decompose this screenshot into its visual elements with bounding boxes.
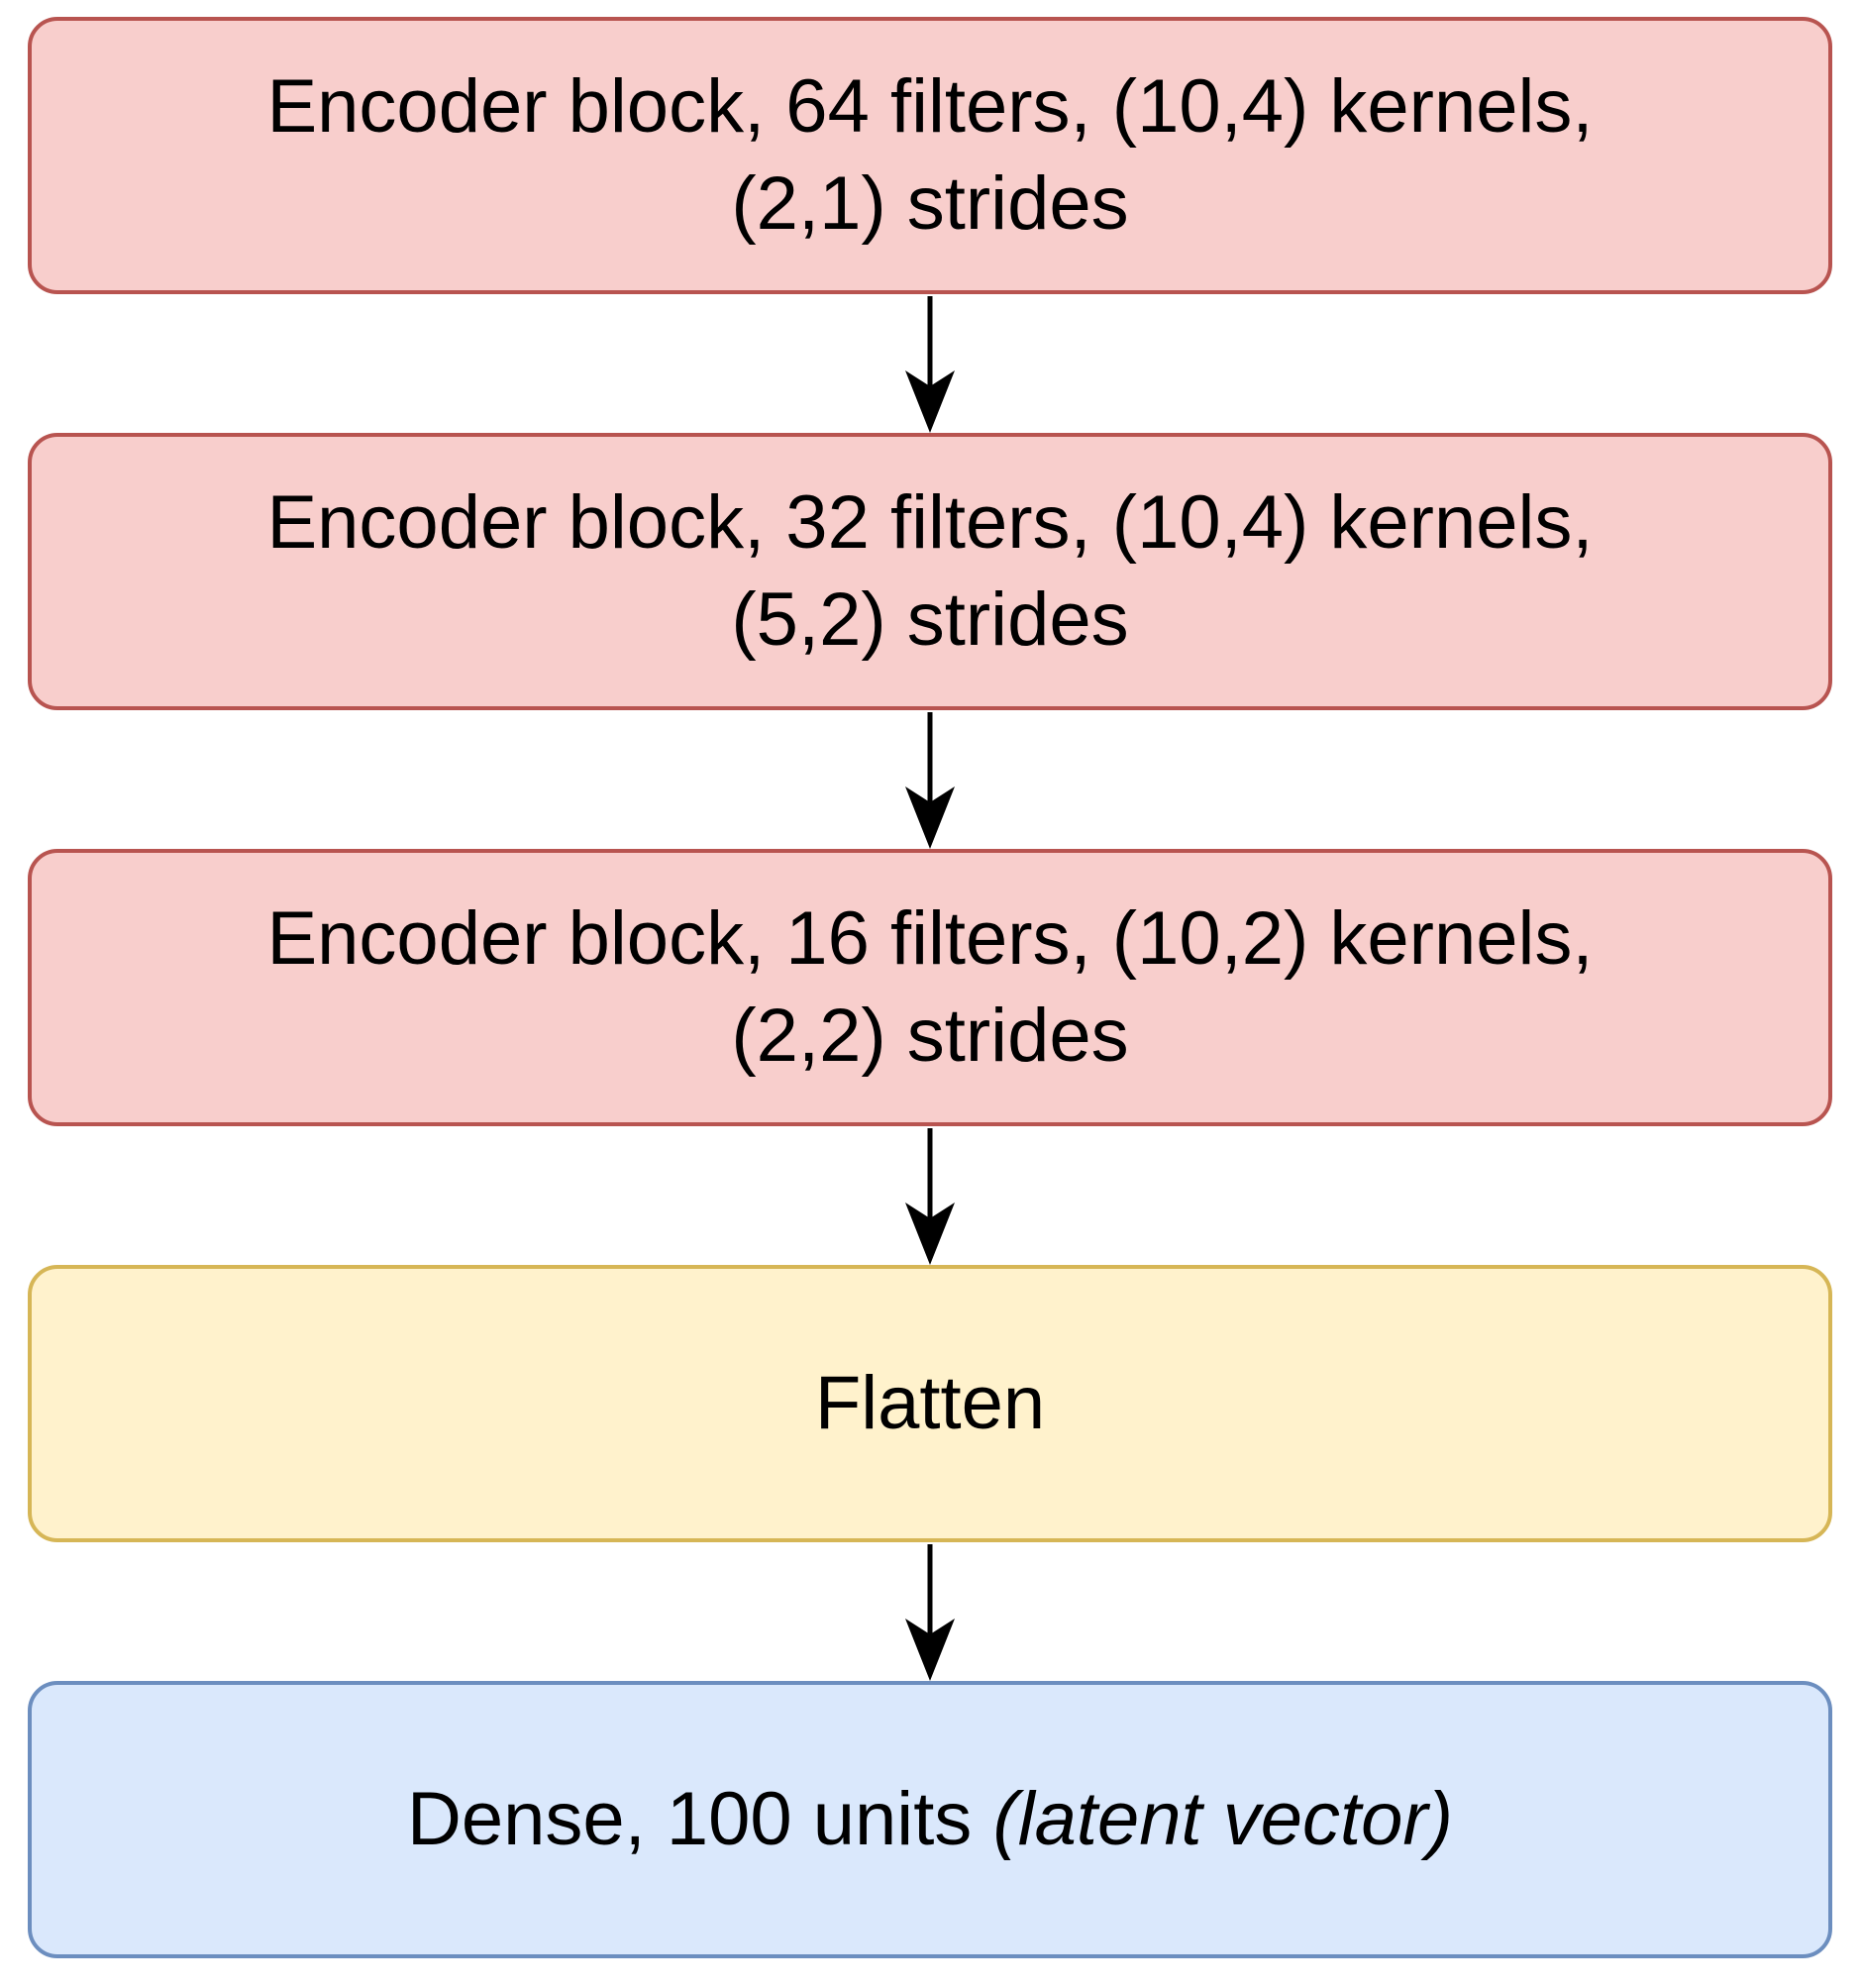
encoder-block-64-filters: Encoder block, 64 filters, (10,4) kernel…: [28, 17, 1832, 294]
arrow-encoder3-to-flatten: [905, 1128, 955, 1265]
encoder-block-line-2: (5,2) strides: [731, 577, 1129, 662]
encoder-block-line-1: Encoder block, 32 filters, (10,4) kernel…: [266, 480, 1594, 565]
encoder-block-line-2: (2,1) strides: [731, 161, 1129, 246]
dense-label-main: Dense, 100 units: [406, 1777, 993, 1861]
arrow-encoder1-to-encoder2: [905, 296, 955, 433]
encoder-block-label: Encoder block, 16 filters, (10,2) kernel…: [266, 890, 1593, 1085]
dense-label-italic: (latent vector): [992, 1777, 1454, 1861]
encoder-block-line-1: Encoder block, 16 filters, (10,2) kernel…: [266, 896, 1594, 981]
encoder-block-label: Encoder block, 64 filters, (10,4) kernel…: [266, 58, 1593, 253]
dense-label: Dense, 100 units (latent vector): [407, 1771, 1453, 1868]
encoder-block-label: Encoder block, 32 filters, (10,4) kernel…: [266, 474, 1593, 669]
encoder-block-line-2: (2,2) strides: [731, 994, 1129, 1078]
encoder-block-16-filters: Encoder block, 16 filters, (10,2) kernel…: [28, 849, 1832, 1126]
arrow-encoder2-to-encoder3: [905, 712, 955, 849]
flatten-block: Flatten: [28, 1265, 1832, 1542]
encoder-block-line-1: Encoder block, 64 filters, (10,4) kernel…: [266, 64, 1594, 149]
flatten-label: Flatten: [814, 1361, 1046, 1445]
arrow-flatten-to-dense: [905, 1544, 955, 1681]
dense-block: Dense, 100 units (latent vector): [28, 1681, 1832, 1958]
encoder-block-32-filters: Encoder block, 32 filters, (10,4) kernel…: [28, 433, 1832, 710]
